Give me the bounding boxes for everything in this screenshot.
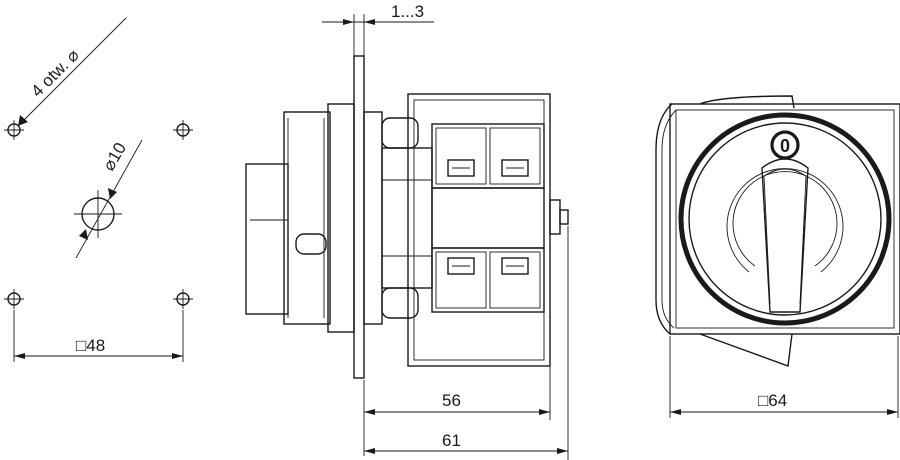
dim-56-arrow-right [539, 409, 550, 415]
front-plate-inner [675, 109, 895, 329]
collar [327, 103, 355, 333]
knob-arc-outer [726, 168, 844, 273]
dim-56-arrow-left [364, 409, 375, 415]
dim-48-arrow-right [172, 353, 183, 359]
dim-64-arrow-left [670, 409, 681, 415]
side-profile-view: 1...3 56 61 [245, 2, 569, 460]
central-shaft-hole [74, 190, 122, 238]
top-tab [699, 95, 795, 109]
front-view: 0 □64 [655, 95, 900, 418]
mounting-plate [353, 55, 365, 379]
mounting-hole-top-left [4, 120, 24, 140]
mounting-hole-bottom-right [173, 289, 193, 309]
front-bezel [283, 111, 331, 325]
dim-64-arrow-right [887, 409, 898, 415]
depth-61-label: 61 [442, 431, 461, 450]
terminal-3 [447, 257, 475, 275]
upper-contact-module [431, 123, 545, 189]
terminal-4 [501, 257, 529, 275]
terminal-2 [501, 159, 529, 177]
rear-nut [559, 209, 569, 225]
panel-thickness-label: 1...3 [391, 2, 424, 21]
holes-leader-line [17, 17, 127, 127]
terminal-1 [447, 159, 475, 177]
lower-contact-module [431, 247, 545, 313]
mounting-hole-bottom-left [4, 289, 24, 309]
holes-label: 4 otw. ⌀ [27, 45, 82, 100]
knob-arc-inner [732, 171, 838, 267]
upper-boss [381, 117, 419, 149]
body-core [381, 147, 433, 289]
contact-block-frame [407, 93, 551, 367]
middle-spacer [431, 187, 545, 249]
position-indicator-circle [770, 130, 800, 160]
hole-diameter-arrow-top [108, 188, 117, 199]
square-64-label: □64 [758, 391, 787, 410]
mounting-hole-top-right [173, 120, 193, 140]
bottom-tab [699, 333, 793, 367]
front-plate-outer [669, 103, 900, 335]
dim-panel-arrow-right [364, 19, 375, 25]
hole-diameter-arrow-bottom [79, 229, 88, 240]
panel-cutout-view: 4 otw. ⌀ ⌀10 □48 [4, 17, 193, 362]
dim-48-arrow-left [14, 353, 25, 359]
rear-shaft [549, 199, 561, 235]
dim-61-arrow-right [557, 448, 568, 454]
dim-61-arrow-left [364, 448, 375, 454]
square-48-label: □48 [76, 336, 105, 355]
lower-boss [381, 287, 419, 319]
latch-pin [295, 233, 327, 255]
depth-56-label: 56 [442, 391, 461, 410]
side-bracket [655, 103, 673, 335]
knob-body [245, 163, 289, 315]
switch-position-label: 0 [780, 136, 790, 156]
dial-inner-ring [688, 122, 882, 316]
dim-panel-arrow-left [343, 19, 354, 25]
holes-leader-arrow [18, 115, 28, 126]
body-front [363, 111, 383, 325]
dial-outer-ring [678, 112, 892, 326]
